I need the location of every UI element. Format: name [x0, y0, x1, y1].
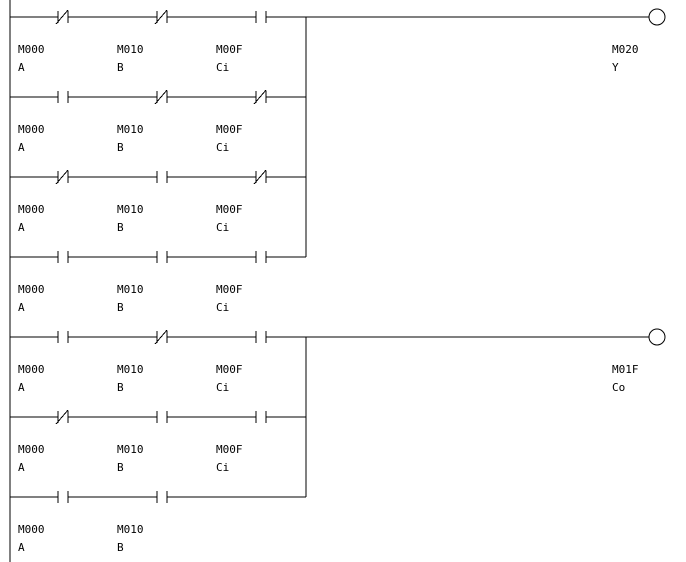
- operand-alias: B: [117, 461, 124, 474]
- operand-alias: Ci: [216, 61, 230, 74]
- operand-alias: Y: [612, 61, 619, 74]
- contact-slash: [253, 169, 267, 185]
- operand-address: M000: [18, 443, 45, 456]
- operand-address: M010: [117, 523, 144, 536]
- contact-label: M00F Ci: [216, 444, 243, 480]
- contact-label: M00F Ci: [216, 124, 243, 160]
- operand-alias: Co: [612, 381, 626, 394]
- operand-address: M000: [18, 363, 45, 376]
- operand-alias: Ci: [216, 301, 230, 314]
- operand-alias: A: [18, 381, 25, 394]
- contact-slash: [154, 89, 168, 105]
- contact-slash: [154, 329, 168, 345]
- operand-address: M00F: [216, 203, 243, 216]
- operand-address: M00F: [216, 363, 243, 376]
- operand-address: M010: [117, 363, 144, 376]
- operand-alias: A: [18, 141, 25, 154]
- operand-alias: A: [18, 221, 25, 234]
- operand-alias: B: [117, 381, 124, 394]
- operand-alias: A: [18, 461, 25, 474]
- operand-address: M010: [117, 123, 144, 136]
- operand-address: M000: [18, 43, 45, 56]
- operand-alias: Ci: [216, 461, 230, 474]
- contact-label: M00F Ci: [216, 284, 243, 320]
- operand-address: M000: [18, 123, 45, 136]
- contact-slash: [154, 9, 168, 25]
- operand-alias: A: [18, 541, 25, 554]
- operand-address: M00F: [216, 123, 243, 136]
- contact-label: M00F Ci: [216, 44, 243, 80]
- operand-address: M010: [117, 443, 144, 456]
- operand-alias: Ci: [216, 221, 230, 234]
- operand-alias: B: [117, 141, 124, 154]
- operand-address: M000: [18, 283, 45, 296]
- contact-slash: [55, 9, 69, 25]
- operand-address: M00F: [216, 443, 243, 456]
- operand-alias: B: [117, 221, 124, 234]
- contact-slash: [253, 89, 267, 105]
- operand-address: M000: [18, 203, 45, 216]
- output-coil: [648, 328, 666, 346]
- coil-label: M01F Co: [612, 364, 639, 400]
- operand-address: M010: [117, 283, 144, 296]
- contact-label: M00F Ci: [216, 364, 243, 400]
- operand-alias: B: [117, 301, 124, 314]
- operand-address: M020: [612, 43, 639, 56]
- operand-address: M00F: [216, 43, 243, 56]
- operand-alias: Ci: [216, 381, 230, 394]
- output-coil: [648, 8, 666, 26]
- operand-alias: A: [18, 301, 25, 314]
- operand-address: M010: [117, 43, 144, 56]
- operand-address: M010: [117, 203, 144, 216]
- operand-alias: A: [18, 61, 25, 74]
- operand-alias: B: [117, 61, 124, 74]
- contact-slash: [55, 169, 69, 185]
- operand-address: M00F: [216, 283, 243, 296]
- operand-address: M01F: [612, 363, 639, 376]
- contact-slash: [55, 409, 69, 425]
- operand-alias: B: [117, 541, 124, 554]
- operand-alias: Ci: [216, 141, 230, 154]
- contact-label: M00F Ci: [216, 204, 243, 240]
- operand-address: M000: [18, 523, 45, 536]
